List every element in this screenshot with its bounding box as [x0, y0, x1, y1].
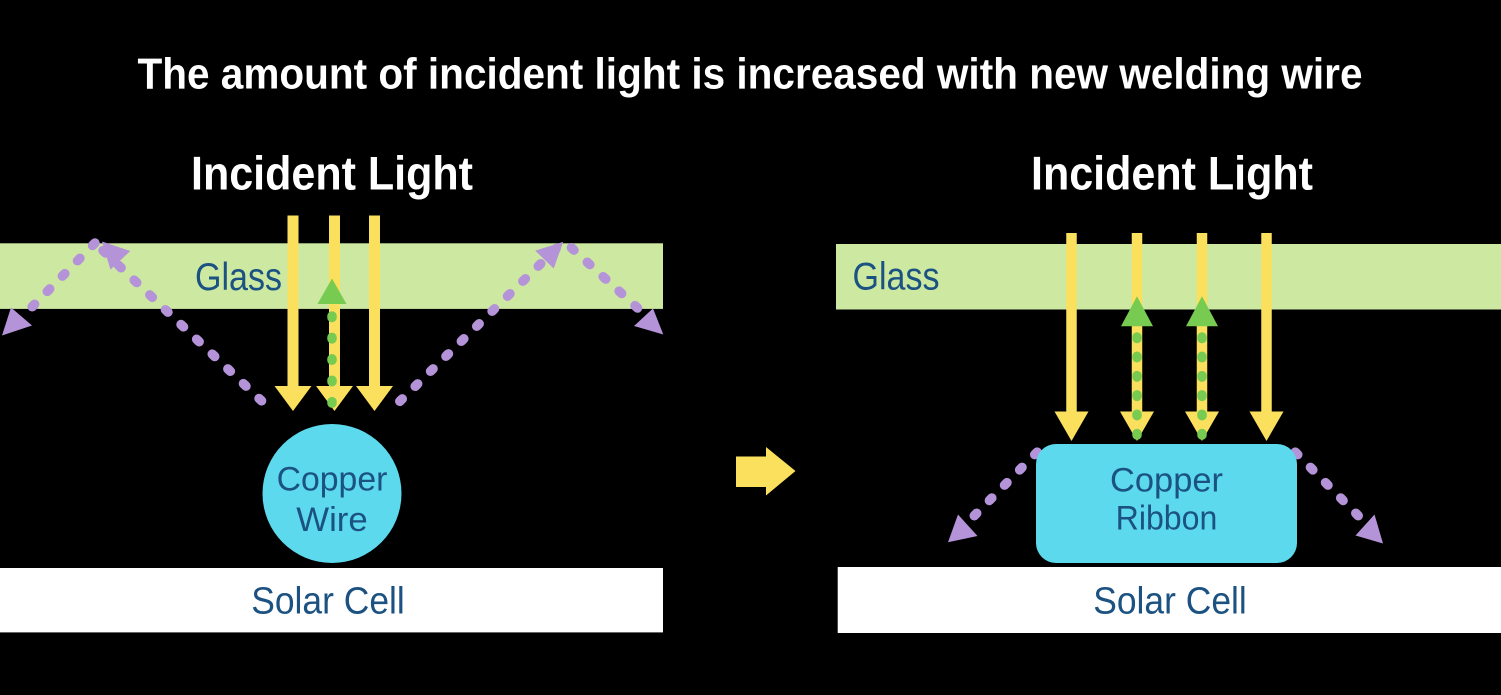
- svg-text:Solar Cell: Solar Cell: [1093, 581, 1247, 623]
- svg-text:Copper: Copper: [1110, 461, 1223, 499]
- svg-text:Wire: Wire: [296, 501, 368, 539]
- svg-text:Glass: Glass: [853, 256, 940, 299]
- svg-text:Ribbon: Ribbon: [1116, 499, 1218, 537]
- svg-text:Solar Cell: Solar Cell: [251, 581, 405, 623]
- svg-text:Incident Light: Incident Light: [191, 147, 473, 200]
- svg-text:Glass: Glass: [195, 256, 282, 299]
- svg-text:The amount of incident light i: The amount of incident light is increase…: [138, 50, 1363, 99]
- svg-text:Copper: Copper: [277, 461, 388, 499]
- svg-text:Incident Light: Incident Light: [1031, 147, 1313, 200]
